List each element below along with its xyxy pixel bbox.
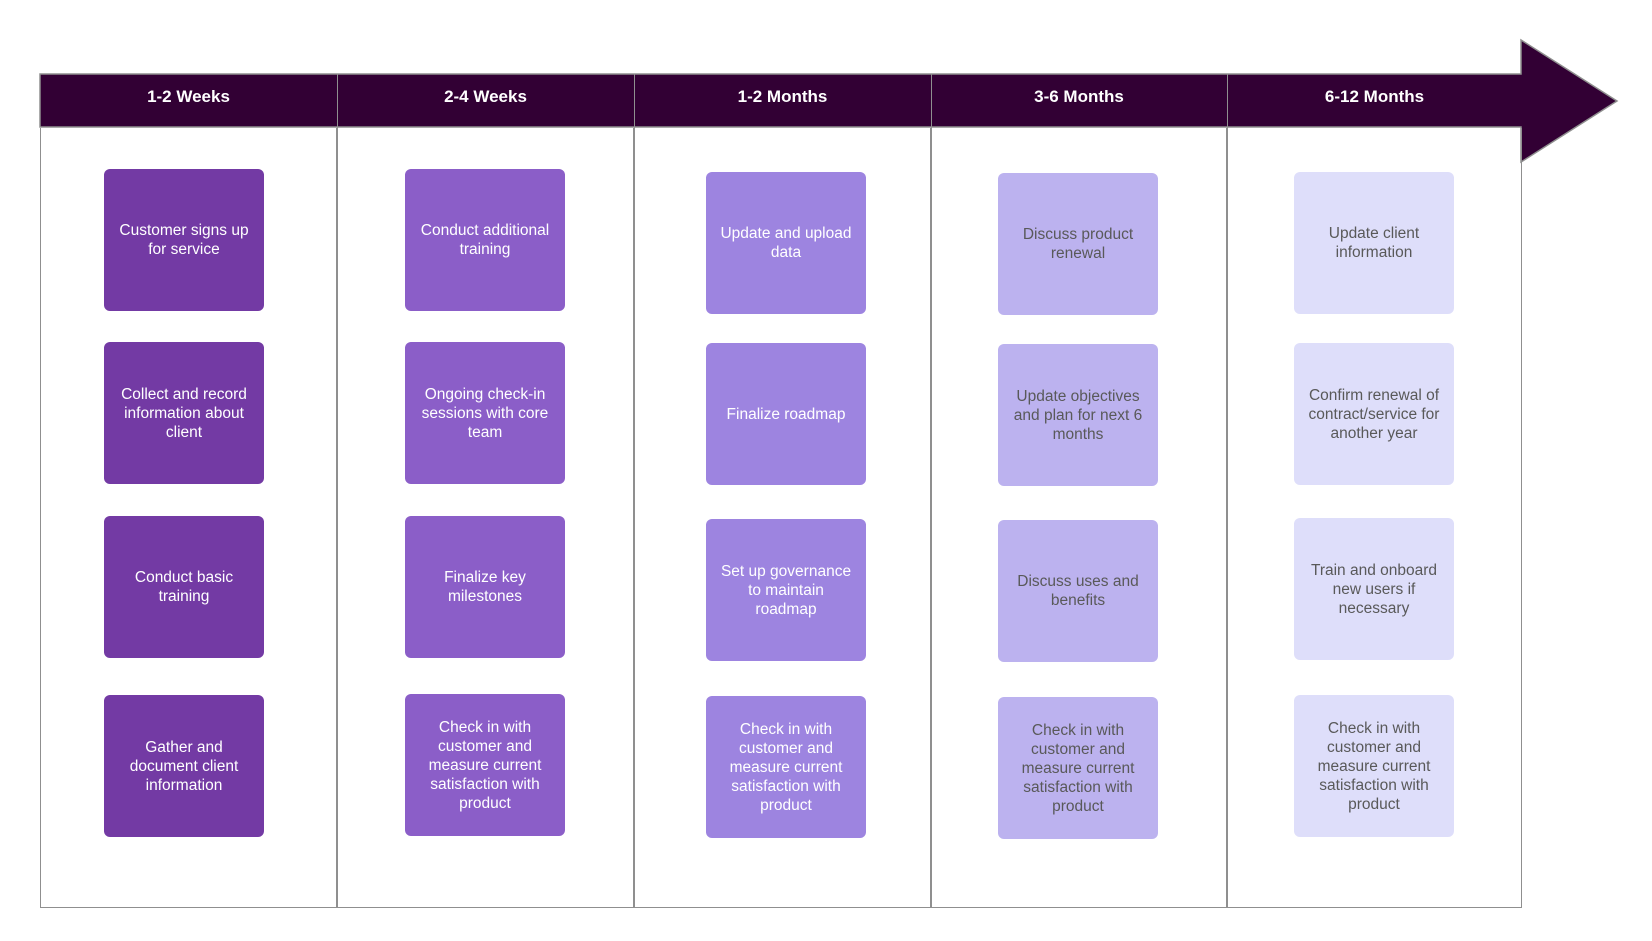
task-card: Update and upload data — [706, 172, 866, 314]
task-card: Check in with customer and measure curre… — [998, 697, 1158, 839]
task-card: Check in with customer and measure curre… — [1294, 695, 1454, 837]
column-3-6-months — [931, 128, 1227, 908]
task-card: Finalize key milestones — [405, 516, 565, 658]
column-header-2-4-weeks: 2-4 Weeks — [444, 87, 527, 106]
task-card: Gather and document client information — [104, 695, 264, 837]
task-card: Check in with customer and measure curre… — [405, 694, 565, 836]
task-card: Train and onboard new users if necessary — [1294, 518, 1454, 660]
task-card: Check in with customer and measure curre… — [706, 696, 866, 838]
task-card: Update objectives and plan for next 6 mo… — [998, 344, 1158, 486]
task-card: Conduct basic training — [104, 516, 264, 658]
column-divider — [337, 74, 338, 128]
column-divider — [931, 74, 932, 128]
column-divider — [634, 74, 635, 128]
column-header-1-2-weeks: 1-2 Weeks — [147, 87, 230, 106]
task-card: Collect and record information about cli… — [104, 342, 264, 484]
column-1-2-weeks — [40, 128, 337, 908]
column-2-4-weeks — [337, 128, 634, 908]
column-6-12-months — [1227, 128, 1522, 908]
task-card: Discuss uses and benefits — [998, 520, 1158, 662]
task-card: Conduct additional training — [405, 169, 565, 311]
column-header-3-6-months: 3-6 Months — [1034, 87, 1124, 106]
task-card: Set up governance to maintain roadmap — [706, 519, 866, 661]
task-card: Discuss product renewal — [998, 173, 1158, 315]
timeline-header-band — [39, 38, 1619, 164]
column-header-1-2-months: 1-2 Months — [737, 87, 828, 106]
task-card: Confirm renewal of contract/service for … — [1294, 343, 1454, 485]
column-1-2-months — [634, 128, 931, 908]
task-card: Finalize roadmap — [706, 343, 866, 485]
task-card: Update client information — [1294, 172, 1454, 314]
task-card: Ongoing check-in sessions with core team — [405, 342, 565, 484]
column-divider — [1227, 74, 1228, 128]
column-header-6-12-months: 6-12 Months — [1324, 87, 1425, 106]
task-card: Customer signs up for service — [104, 169, 264, 311]
